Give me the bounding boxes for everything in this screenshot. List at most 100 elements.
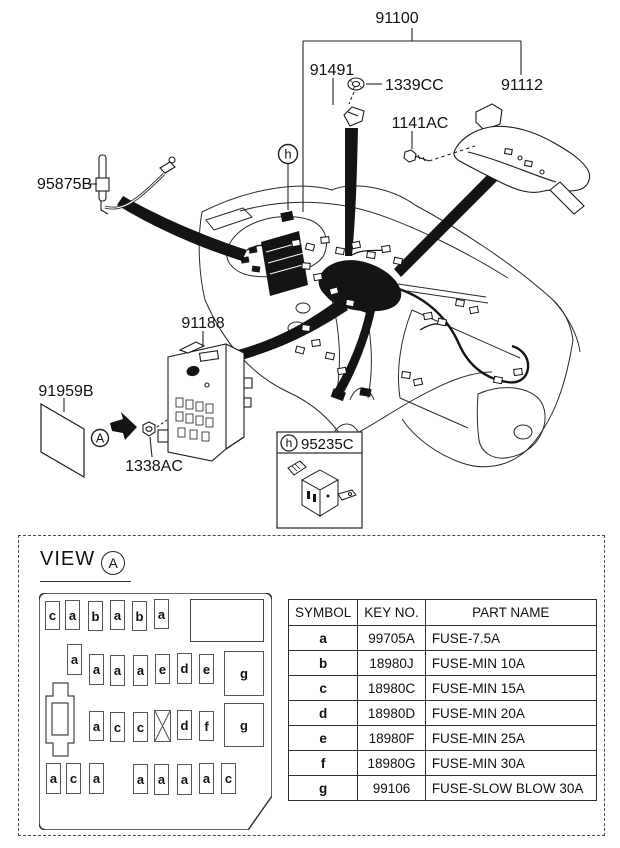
part-name-cell: FUSE-MIN 20A [424, 700, 597, 726]
fuse-cell: g [224, 703, 264, 747]
table-row: d 18980D FUSE-MIN 20A [287, 700, 597, 726]
label-switch-detail: 95235C [301, 436, 354, 453]
fuse-cell: e [155, 654, 170, 684]
table-row: c 18980C FUSE-MIN 15A [287, 675, 597, 701]
relay-drawing [287, 460, 357, 517]
fuse-cell: b [132, 601, 147, 631]
key-no-cell: 18980D [357, 700, 426, 726]
bolt-icon [403, 149, 430, 163]
col-header-partname: PART NAME [424, 599, 597, 626]
fuse-cell: a [110, 600, 125, 630]
fuse-cell: a [65, 600, 80, 630]
label-crossbar: 91112 [501, 77, 543, 94]
label-grommet: 1339CC [385, 77, 444, 94]
part-name-cell: FUSE-7.5A [424, 625, 597, 651]
marker-h-circle: h [277, 143, 299, 165]
fuse-symbol-table: SYMBOL KEY NO. PART NAME a 99705A FUSE-7… [287, 599, 597, 801]
fuse-cell: a [177, 764, 192, 795]
fuse-cell-crossed [154, 710, 171, 742]
marker-a-circle: A [90, 428, 110, 448]
relay-slot-blank [190, 599, 264, 642]
table-row: e 18980F FUSE-MIN 25A [287, 725, 597, 751]
symbol-cell: e [287, 725, 359, 751]
part-name-cell: FUSE-MIN 15A [424, 675, 597, 701]
fuse-cell: d [177, 710, 192, 740]
key-no-cell: 18980G [357, 750, 426, 776]
part-number-labels: 91100 91491 1339CC 91112 1141AC 95875B 9… [37, 10, 543, 475]
key-no-cell: 18980F [357, 725, 426, 751]
switch-detail-box: h 95235C [276, 431, 363, 529]
fuse-cell: b [88, 601, 103, 631]
symbol-cell: g [287, 775, 359, 801]
label-junction-box: 91188 [181, 315, 224, 332]
symbol-cell: f [287, 750, 359, 776]
marker-a-label: A [96, 432, 105, 446]
fuse-cell: a [89, 711, 104, 741]
part-name-cell: FUSE-SLOW BLOW 30A [424, 775, 597, 801]
fuse-panel-diagram: c a b a b a a a a a e d e g a c c d f g … [39, 593, 272, 830]
table-header-row: SYMBOL KEY NO. PART NAME [287, 599, 597, 626]
label-clip: 91491 [310, 62, 355, 79]
antenna-drawing [95, 154, 176, 215]
fuse-cell: c [221, 763, 236, 794]
col-header-symbol: SYMBOL [287, 599, 359, 626]
connector-cluster [290, 236, 523, 387]
fuse-cell: c [45, 601, 60, 630]
fuse-cell: c [133, 712, 148, 742]
grommet-icon [347, 77, 365, 91]
leader-lines [63, 28, 522, 458]
fuse-cell: a [89, 654, 104, 685]
fuse-cell: d [177, 653, 192, 684]
fuse-panel-outline [39, 593, 272, 830]
wiring-diagram-canvas: h A 91100 91491 1339CC 91112 1141AC 9587… [37, 10, 591, 529]
fuse-cell: a [89, 763, 104, 794]
pad-drawing [40, 402, 85, 479]
fuse-cell: f [199, 711, 214, 741]
nut-icon [142, 421, 156, 437]
dashboard-outline [198, 185, 581, 468]
key-no-cell: 18980C [357, 675, 426, 701]
fuse-cell: a [46, 763, 61, 794]
fuse-cell: g [224, 651, 264, 696]
detail-marker-h: h [286, 436, 293, 450]
part-name-cell: FUSE-MIN 30A [424, 750, 597, 776]
fuse-cell: e [199, 654, 214, 684]
key-no-cell: 99106 [357, 775, 426, 801]
view-title-underline [40, 581, 131, 582]
crossbar-bracket-drawing [453, 103, 591, 215]
table-row: g 99106 FUSE-SLOW BLOW 30A [287, 775, 597, 801]
clip-icon [343, 106, 365, 127]
label-bolt: 1141AC [392, 115, 449, 132]
fuse-cell: c [110, 712, 125, 742]
fuse-cell: a [110, 655, 125, 686]
fuse-cell: a [154, 764, 169, 795]
label-nut: 1338AC [125, 458, 183, 475]
view-marker-a: A [101, 551, 126, 575]
fuse-cell: a [67, 644, 82, 675]
fuse-cell: a [133, 764, 148, 794]
part-name-cell: FUSE-MIN 25A [424, 725, 597, 751]
table-row: f 18980G FUSE-MIN 30A [287, 750, 597, 776]
symbol-cell: d [287, 700, 359, 726]
symbol-cell: c [287, 675, 359, 701]
fuse-cell: a [133, 655, 148, 686]
ecu-module [240, 231, 308, 296]
symbol-cell: a [287, 625, 359, 651]
fuse-cell: c [66, 763, 81, 794]
junction-box-drawing [157, 341, 253, 462]
symbol-cell: b [287, 650, 359, 676]
crossed-slot-x [154, 710, 171, 742]
key-no-cell: 99705A [357, 625, 426, 651]
view-title-text: VIEW [40, 548, 96, 570]
marker-h-label: h [284, 147, 291, 162]
table-row: a 99705A FUSE-7.5A [287, 625, 597, 651]
label-main-harness: 91100 [375, 10, 418, 27]
label-antenna: 95875B [37, 176, 92, 193]
part-name-cell: FUSE-MIN 10A [424, 650, 597, 676]
key-no-cell: 18980J [357, 650, 426, 676]
col-header-keyno: KEY NO. [357, 599, 426, 626]
panel-connector-cross [45, 682, 75, 757]
